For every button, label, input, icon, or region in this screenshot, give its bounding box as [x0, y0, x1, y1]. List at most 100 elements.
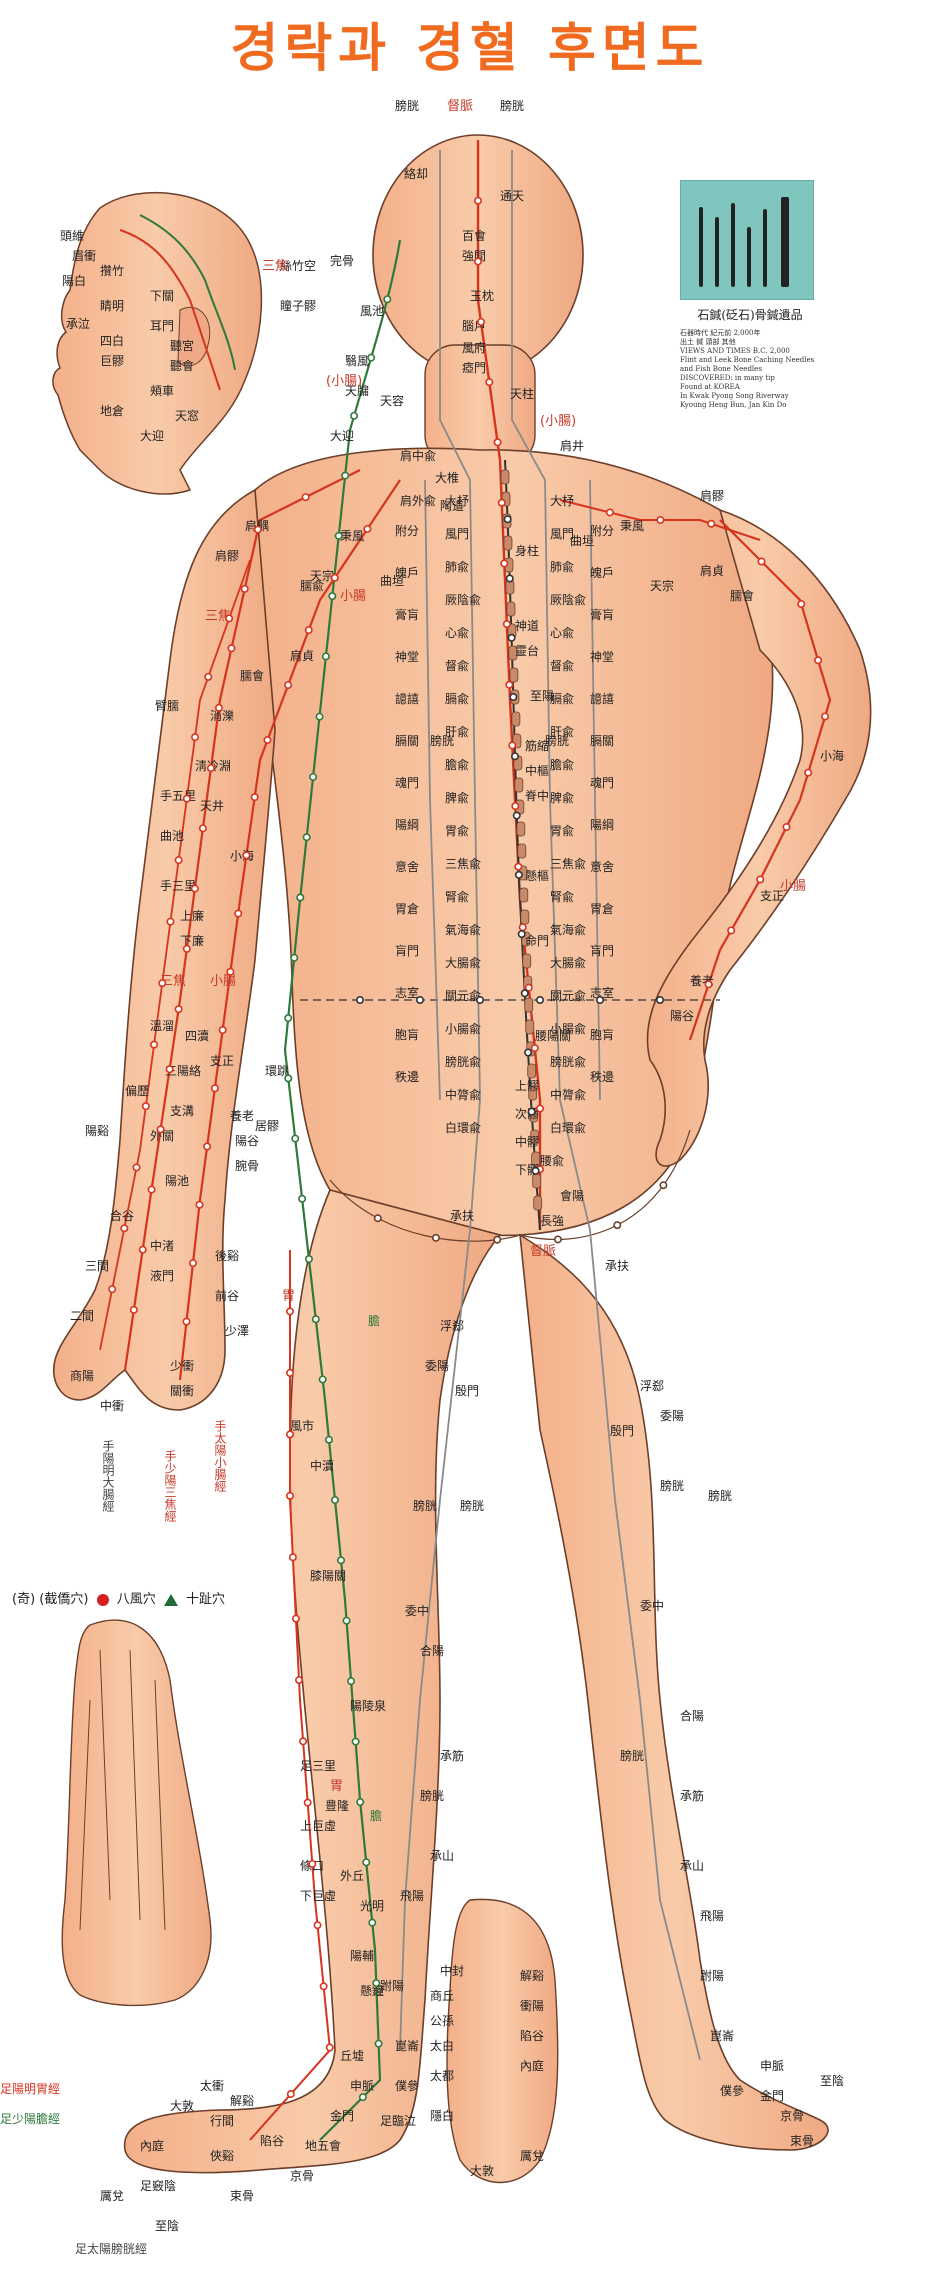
bladder-outer-right-label-2: 膏肓	[590, 607, 614, 622]
label-xiangu-center: 陷谷	[520, 2028, 544, 2043]
acupoint-dot	[285, 1307, 294, 1316]
acupoint-dot	[605, 508, 614, 517]
label-chengjin-right: 承筋	[680, 1788, 704, 1803]
label-mingmen: 命門	[525, 933, 549, 948]
bladder-outer-right-label-7: 陽綱	[590, 818, 614, 832]
insert-caption: 石鍼(砭石)骨鍼遺品	[697, 308, 803, 322]
head-meridian-green	[139, 214, 236, 371]
bladder-outer-right-label-13: 秩邊	[590, 1070, 614, 1084]
label-jinmen-right: 金門	[760, 2088, 784, 2103]
acupoint-dot	[531, 1166, 540, 1175]
shoulder-meridian	[559, 499, 761, 541]
vertebra-mark	[500, 469, 510, 485]
label-yaoshu: 腰兪	[540, 1154, 564, 1168]
acupoint-dot	[132, 1163, 141, 1172]
head-profile-shape	[52, 191, 263, 495]
label-shendao: 神道	[515, 619, 539, 633]
acupoint-dot	[147, 1185, 156, 1194]
acupoint-dot	[524, 1048, 533, 1057]
acupoint-dot	[206, 764, 215, 773]
vertebra-mark	[531, 1151, 541, 1167]
label-jianjing: 肩井	[560, 438, 584, 453]
label-yanggu-right: 陽谷	[670, 1009, 694, 1023]
acupoint-dot	[613, 1221, 622, 1230]
needle-2	[715, 217, 719, 287]
acupoint-dot	[226, 967, 235, 976]
label-daying-profile: 大迎	[140, 429, 164, 443]
label-shaoze: 少澤	[225, 1324, 249, 1338]
label-juliao: 居髎	[255, 1119, 279, 1133]
bladder-right-label-9: 脾兪	[550, 790, 574, 805]
caption-hand-shaoyang: 手少陽三焦經	[163, 1450, 177, 1522]
caption-hand-yangming: 手陽明大腸經	[101, 1440, 115, 1512]
acupoint-dot	[225, 614, 234, 623]
label-neiting: 內庭	[140, 2138, 164, 2153]
vertebra-mark	[516, 821, 526, 837]
label-tongziliao: 瞳子髎	[280, 298, 316, 313]
acupoint-dot	[240, 584, 249, 593]
label-sanyangluo: 三陽絡	[165, 1063, 201, 1078]
insert-text-line: and Fish Bone Needles	[680, 365, 762, 373]
label-pucan-right: 僕參	[720, 2083, 744, 2098]
right-arm-meridian	[688, 519, 832, 1041]
acupoint-dot	[337, 1556, 346, 1565]
acupoint-dot	[313, 1921, 322, 1930]
bladder-outer-right-label-1: 魄戶	[590, 565, 614, 580]
acupoint-dot	[553, 1235, 562, 1244]
acupoint-dot	[595, 995, 604, 1004]
vertebra-mark	[508, 645, 518, 661]
acupoint-dot	[182, 944, 191, 953]
bladder-inner-left	[399, 150, 481, 2051]
acupoint-dot	[508, 741, 517, 750]
label-xuanzhong: 懸鐘	[360, 1983, 384, 1998]
sacral-label-1: 次髎	[515, 1107, 539, 1121]
acupoint-dot	[331, 1496, 340, 1505]
label-pucan: 僕參	[395, 2078, 419, 2093]
bladder-left-label-15: 關元兪	[445, 989, 481, 1003]
vertebra-mark	[525, 1019, 535, 1035]
label-sizhukong: 絲竹空	[280, 258, 316, 273]
label-jianliao: 肩髎	[700, 488, 724, 503]
label-shenmai: 申脈	[350, 2079, 374, 2093]
insert-text-line: In Kwak Pyong Song Riverway	[680, 392, 789, 400]
label-xiaohai-right: 小海	[820, 748, 844, 763]
acupoint-dot	[356, 1798, 365, 1807]
label-pangguang-calf-right: 膀胱	[620, 1748, 644, 1763]
label-zhiyin-right: 至陰	[820, 2074, 844, 2088]
left-arm	[53, 488, 276, 1411]
acupoint-dot	[284, 1074, 293, 1083]
acupoint-dot	[174, 1005, 183, 1014]
label-wei-calf: 胃	[330, 1779, 343, 1794]
vertebra-mark	[517, 843, 527, 859]
foot-inset-center: 中封 商丘 公孫 太白 太都 隱白 大敦 解谿 衝陽 陷谷 內庭 厲兌	[430, 1898, 559, 2184]
label-tianjing: 天井	[200, 799, 224, 813]
legend: (奇) (截僑穴) 八風穴 十趾穴	[12, 1588, 225, 1607]
bladder-left-label-10: 胃兪	[445, 824, 469, 838]
acupoint-dot	[290, 953, 299, 962]
label-yemen: 液門	[150, 1268, 174, 1283]
bladder-inner-labels-left: 大杼風門肺兪厥陰兪心兪督兪膈兪肝兪膽兪脾兪胃兪三焦兪腎兪氣海兪大腸兪關元兪小腸兪…	[445, 493, 481, 1135]
foot-center-shape	[446, 1898, 559, 2184]
bladder-inner-right	[511, 150, 701, 2061]
acupoint-dot	[347, 1677, 356, 1686]
label-shugu-right: 束骨	[790, 2134, 814, 2148]
acupoint-dot	[527, 1107, 536, 1116]
du-meridian-line	[476, 140, 542, 1230]
small-intestine-arm-line	[178, 479, 401, 1381]
acupoint-dot	[315, 712, 324, 721]
bladder-outer-right-label-5: 膈關	[590, 734, 614, 748]
label-zhongchong: 中衝	[100, 1398, 124, 1413]
label-du-buttock: 督脈	[530, 1244, 556, 1259]
acupoint-dot	[782, 822, 791, 831]
bladder-left-label-3: 厥陰兪	[445, 593, 481, 607]
needle-3	[731, 203, 735, 287]
label-jianzhongshu: 肩中兪	[400, 448, 436, 463]
bladder-outer-right-label-11: 志室	[590, 985, 614, 1000]
label-xiaochang-arm: 小腸	[340, 589, 366, 604]
label-fengchi: 風池	[360, 304, 384, 318]
green-triangle-icon	[163, 1593, 178, 1606]
profile-labels: 頭維 眉衝 陽白 攢竹 睛明 承泣 四白 巨髎 地倉 耳門 聽宮 聽會 頰車 下…	[60, 229, 199, 443]
bladder-right-label-18: 中膂兪	[550, 1087, 586, 1102]
bladder-left-label-0: 大杼	[445, 493, 469, 508]
acupoint-dot	[156, 1125, 165, 1134]
